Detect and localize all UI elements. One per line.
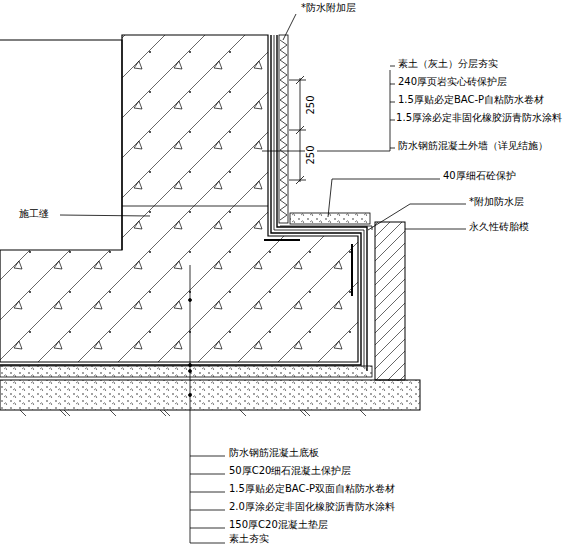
dimension: 250 <box>305 94 317 115</box>
layer-label: 永久性砖胎模 <box>468 221 530 233</box>
layer-label: 1.5厚贴必定BAC-P自粘防水卷材 <box>397 94 545 106</box>
layer-label: 1.5厚贴必定BAC-P双面自粘防水卷材 <box>228 483 396 495</box>
layer-label: 素土夯实 <box>228 533 270 545</box>
layer-label: 40厚细石砼保护 <box>442 170 517 182</box>
layer-label: 240厚页岩实心砖保护层 <box>397 76 508 88</box>
layer-label: 150厚C20混凝土垫层 <box>228 519 329 531</box>
layer-label: 50厚C20细石混凝土保护层 <box>228 465 352 477</box>
layer-label: 2.0厚涂必定非固化橡胶沥青防水涂料 <box>228 501 396 513</box>
layer-label: 素土（灰土）分层夯实 <box>397 58 499 70</box>
layer-label: 防水钢筋混凝土外墙（详见结施） <box>397 140 549 152</box>
callout-note: *附加防水层 <box>468 196 525 208</box>
layer-label: 1.5厚涂必定非固化橡胶沥青防水涂料 <box>395 112 563 124</box>
callout-note: 施工缝 <box>18 208 50 220</box>
layer-label: 防水钢筋混凝土底板 <box>228 447 320 459</box>
callout-note: *防水附加层 <box>300 2 357 14</box>
dimension: 250 <box>305 144 317 165</box>
